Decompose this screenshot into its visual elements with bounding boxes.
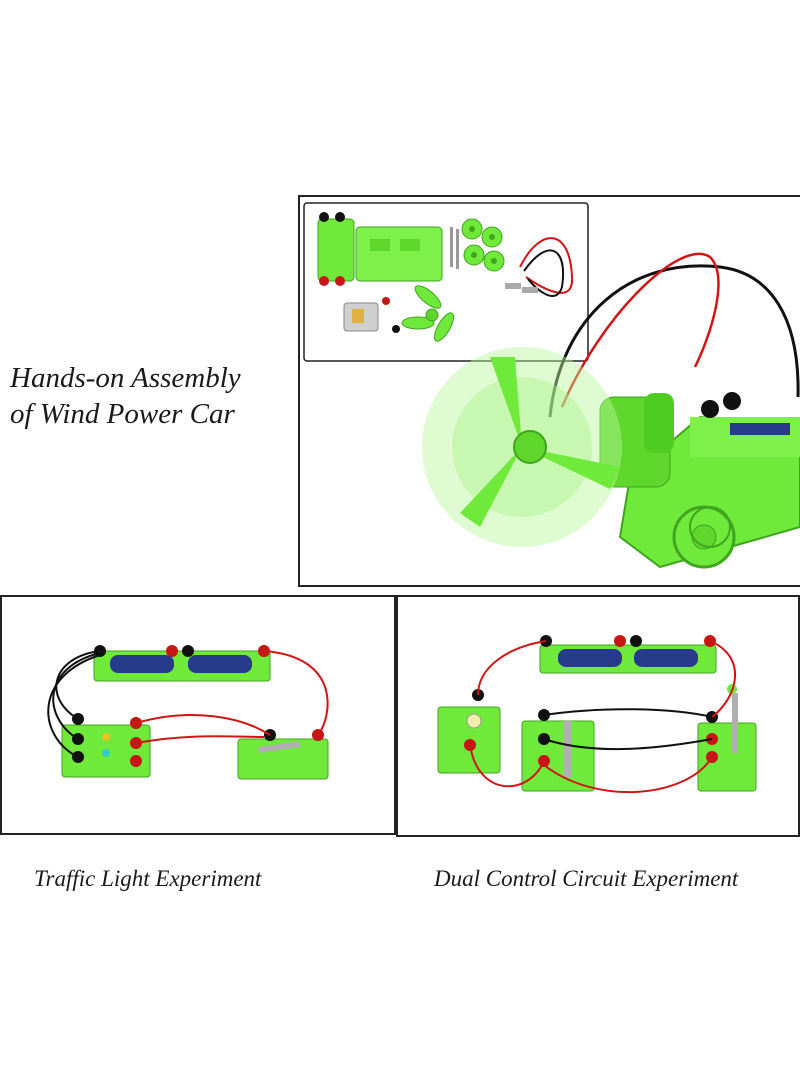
wheels-part [461,218,505,272]
dual-control-photo [437,635,757,794]
switch-board-left [521,709,595,792]
alligator-wires-part [505,237,574,297]
wind-car-photo [303,202,800,569]
bulb-board [437,689,501,774]
battery-holder [93,645,271,682]
dual-wires [469,640,737,794]
spinning-fan [422,347,622,547]
parts-inset [303,202,589,362]
switch-board [237,729,329,780]
traffic-light-photo [47,645,329,780]
traffic-light-caption: Traffic Light Experiment [34,866,262,891]
propeller-part [401,285,455,342]
battery-holder [539,635,717,674]
wind-car-caption: Hands-on Assembly of Wind Power Car [10,360,241,432]
wind-car-caption-line2: of Wind Power Car [10,398,235,430]
traffic-wires [47,650,329,758]
dual-control-caption: Dual Control Circuit Experiment [434,866,739,891]
chassis-part [317,212,443,286]
wind-car-caption-line1: Hands-on Assembly [10,362,241,394]
wind-car-photo-panel [298,195,800,587]
dual-control-photo-panel [396,595,800,837]
assembled-wind-car [422,252,800,569]
motor-part [343,297,400,333]
traffic-light-photo-panel [0,595,396,835]
